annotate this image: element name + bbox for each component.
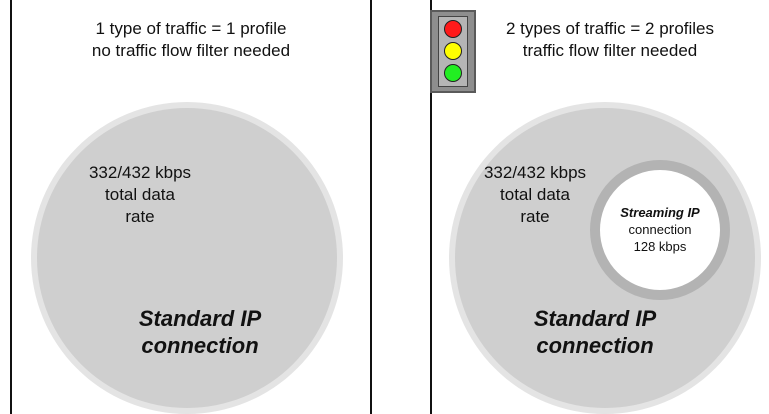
- streaming-ip-circle: [590, 160, 730, 300]
- streaming-line1: Streaming IP: [620, 205, 700, 220]
- left-header-line2: no traffic flow filter needed: [91, 41, 291, 60]
- traffic-light-yellow-lamp: [444, 42, 462, 60]
- left-panel-header: 1 type of traffic = 1 profile no traffic…: [10, 18, 372, 62]
- left-rate-line3: rate: [125, 207, 155, 226]
- right-panel: 2 types of traffic = 2 profiles traffic …: [431, 0, 769, 414]
- right-connection-line1: Standard IP: [533, 306, 657, 331]
- left-rate-line1: 332/432 kbps: [88, 163, 192, 182]
- traffic-light-housing: [438, 16, 468, 87]
- traffic-light-red-lamp: [444, 20, 462, 38]
- left-connection-line2: connection: [141, 333, 259, 358]
- left-connection-line1: Standard IP: [138, 306, 262, 331]
- left-panel-left-border: [10, 0, 12, 414]
- right-rate-line2: total data: [500, 185, 570, 204]
- right-header-line1: 2 types of traffic = 2 profiles: [505, 19, 715, 38]
- right-rate-line3: rate: [520, 207, 550, 226]
- left-rate-line2: total data: [105, 185, 175, 204]
- right-panel-left-border: [430, 0, 432, 414]
- streaming-ip-label: Streaming IP connection 128 kbps: [600, 204, 720, 255]
- left-panel: 1 type of traffic = 1 profile no traffic…: [10, 0, 372, 414]
- right-standard-connection-label: Standard IP connection: [505, 305, 685, 359]
- right-header-line2: traffic flow filter needed: [522, 41, 698, 60]
- right-connection-line2: connection: [536, 333, 654, 358]
- right-rate-label: 332/432 kbps total data rate: [465, 162, 605, 228]
- left-rate-label: 332/432 kbps total data rate: [70, 162, 210, 228]
- streaming-line3: 128 kbps: [633, 239, 687, 254]
- right-panel-header: 2 types of traffic = 2 profiles traffic …: [451, 18, 769, 62]
- left-header-line1: 1 type of traffic = 1 profile: [95, 19, 287, 38]
- traffic-light-icon: [430, 10, 476, 93]
- streaming-line2: connection: [628, 222, 692, 237]
- traffic-light-green-lamp: [444, 64, 462, 82]
- left-standard-connection-label: Standard IP connection: [110, 305, 290, 359]
- left-standard-ip-circle: [37, 108, 337, 408]
- left-panel-right-border: [370, 0, 372, 414]
- right-rate-line1: 332/432 kbps: [483, 163, 587, 182]
